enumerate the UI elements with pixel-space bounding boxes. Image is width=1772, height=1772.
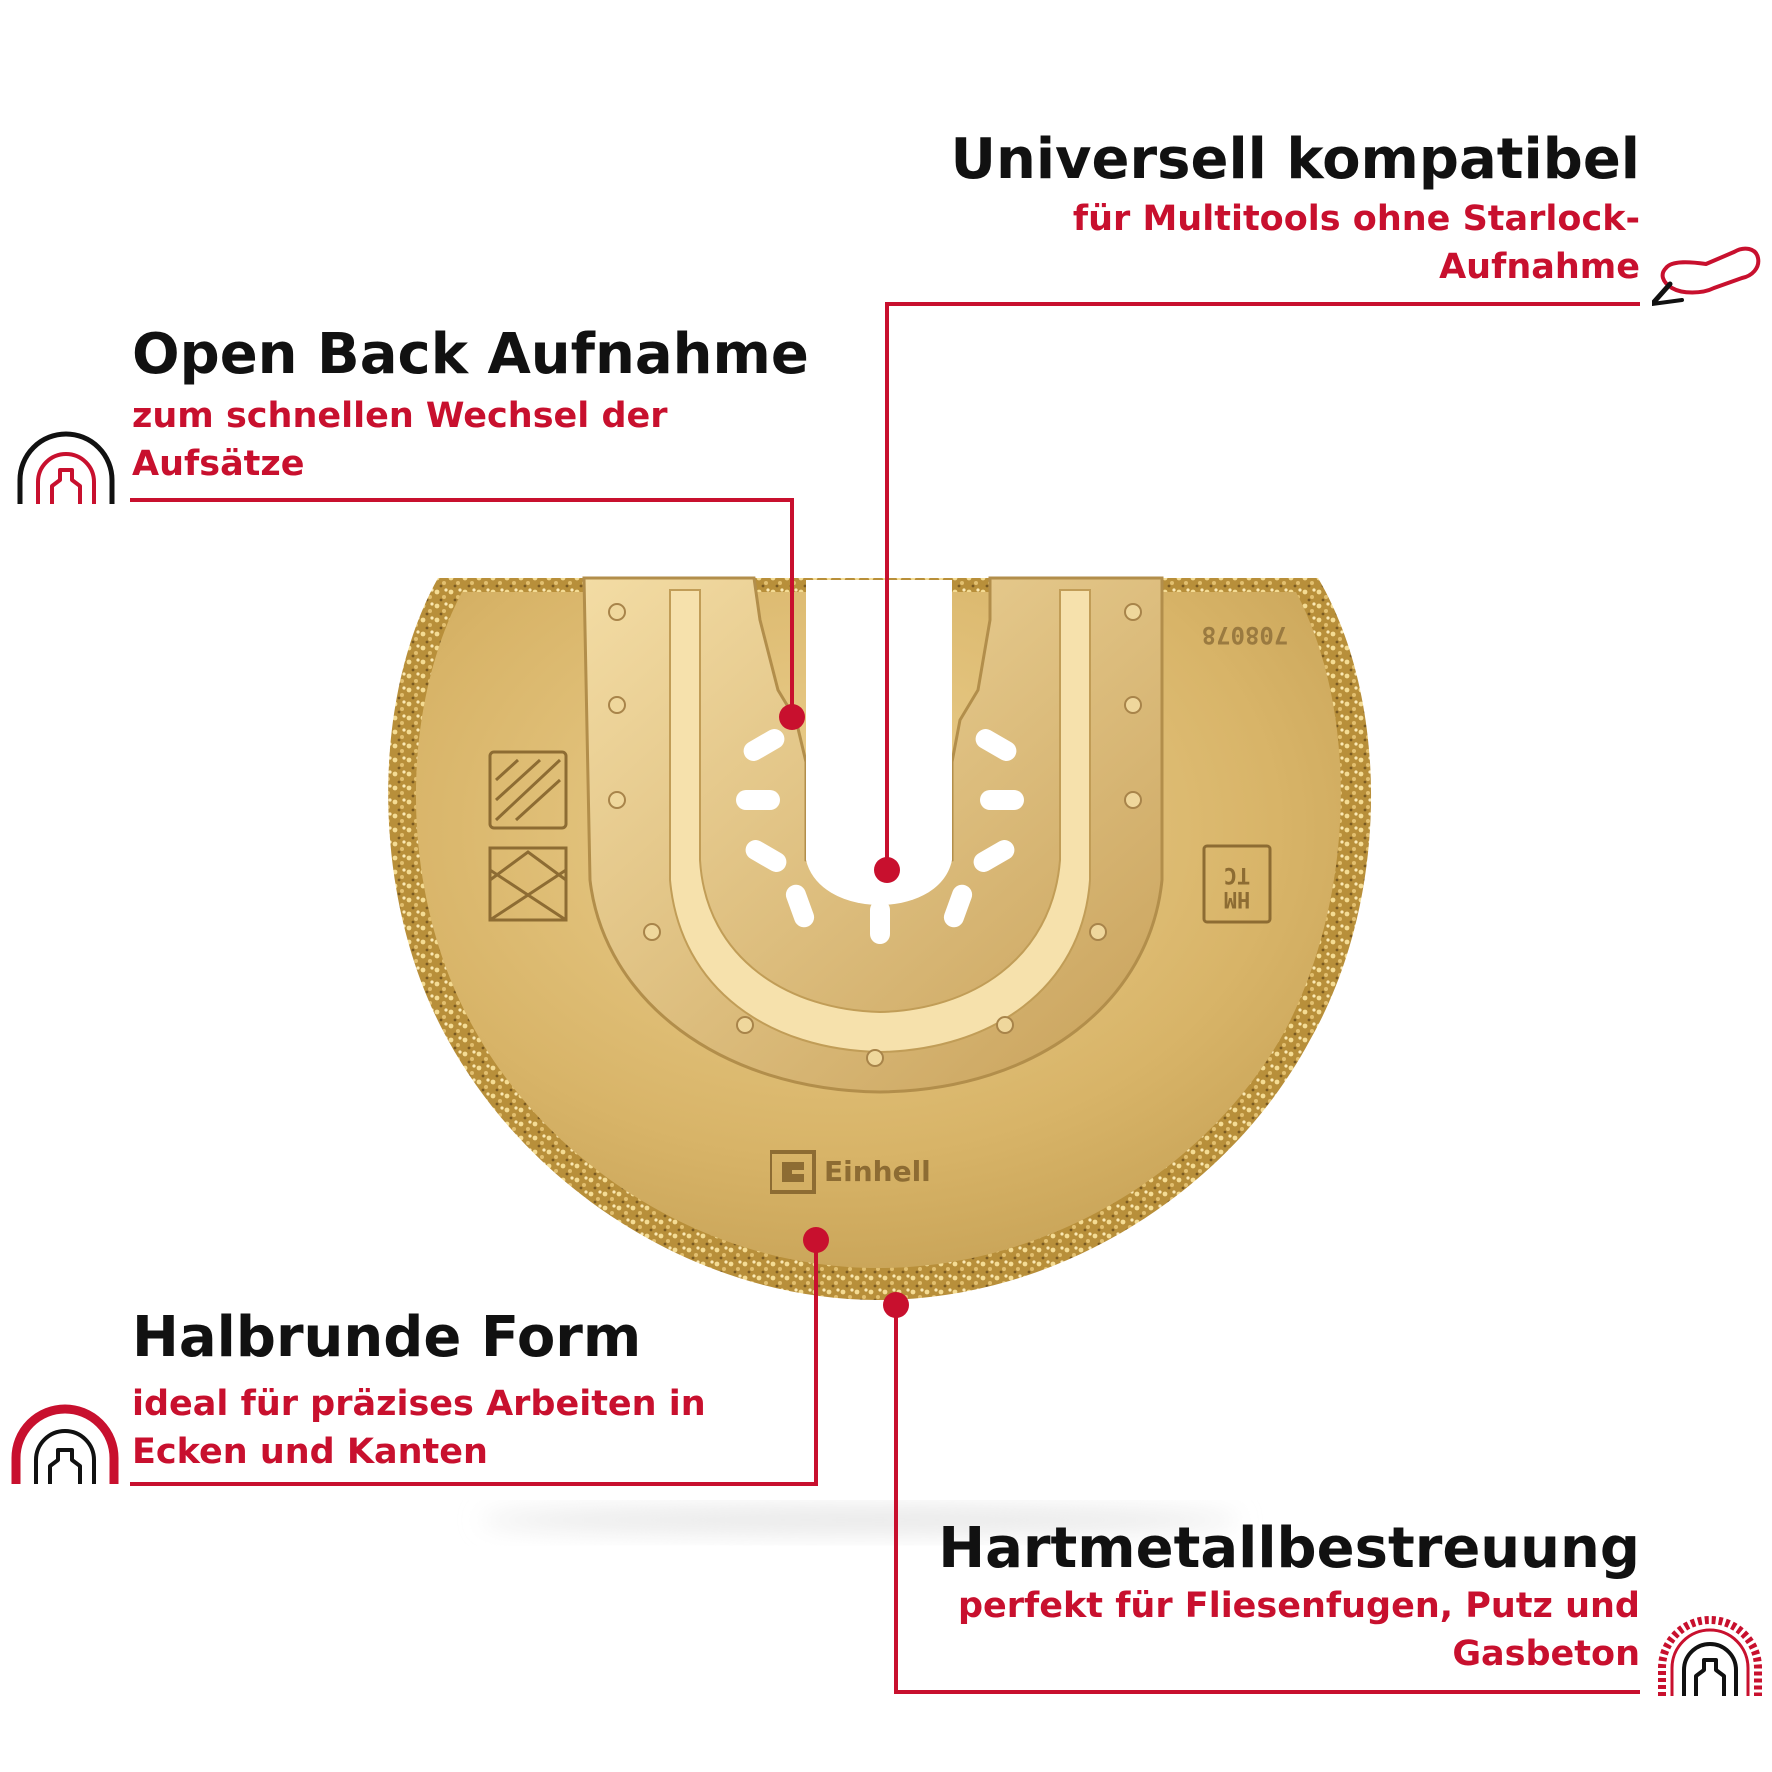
- subtitle-line: Gasbeton: [1452, 1634, 1640, 1674]
- half-round-blade-icon-svg: [11, 1404, 119, 1484]
- open-back-mount-icon: [14, 424, 118, 506]
- blade-shadow: [480, 1506, 1240, 1534]
- carbide-grit-blade-icon-svg: [1658, 1616, 1762, 1696]
- subtitle-line: Ecken und Kanten: [132, 1432, 488, 1472]
- subtitle-line: für Multitools ohne Starlock-: [1072, 199, 1640, 239]
- subtitle-line: Aufsätze: [132, 444, 305, 484]
- half-round-blade-icon: [10, 1400, 120, 1486]
- feature-title-open-back: Open Back Aufnahme: [132, 322, 809, 387]
- feature-subtitle-carbide: perfekt für Fliesenfugen, Putz und Gasbe…: [958, 1582, 1640, 1678]
- feature-title-universal: Universell kompatibel: [950, 127, 1641, 192]
- rivets: [608, 603, 1142, 1067]
- leader-line-half-round: [130, 1240, 818, 1486]
- leader-line-open-back: [130, 498, 794, 717]
- open-back-slot: [806, 580, 952, 905]
- open-back-mount-icon-svg: [17, 431, 115, 504]
- subtitle-line: ideal für präzises Arbeiten in: [132, 1384, 706, 1424]
- hm-tc-stamp: [1202, 844, 1272, 924]
- brand-logo-mark: [768, 1150, 816, 1194]
- feature-title-half-round: Halbrunde Form: [132, 1305, 642, 1370]
- mount-holes: [736, 729, 1024, 944]
- tile-material-pictogram: [488, 750, 568, 922]
- multitool-icon-svg: [1650, 246, 1761, 306]
- callout-dot-universal: [874, 857, 900, 883]
- feature-subtitle-universal: für Multitools ohne Starlock- Aufnahme: [1073, 195, 1640, 291]
- feature-subtitle-open-back: zum schnellen Wechsel der Aufsätze: [132, 392, 668, 488]
- callout-dot-carbide: [883, 1292, 909, 1318]
- feature-subtitle-half-round: ideal für präzises Arbeiten in Ecken und…: [132, 1380, 706, 1476]
- brand-logo: Einhell: [768, 1148, 1000, 1196]
- multitool-icon: [1650, 238, 1764, 312]
- subtitle-line: Aufnahme: [1439, 247, 1640, 287]
- leader-line-carbide: [894, 1305, 1640, 1694]
- callout-dot-open-back: [779, 704, 805, 730]
- carbide-grit-blade-icon: [1656, 1608, 1764, 1698]
- subtitle-line: perfekt für Fliesenfugen, Putz und: [957, 1586, 1640, 1626]
- brand-name: Einhell: [824, 1155, 931, 1188]
- feature-title-carbide: Hartmetallbestreuung: [938, 1516, 1640, 1581]
- subtitle-line: zum schnellen Wechsel der: [132, 396, 668, 436]
- callout-dot-half-round: [803, 1227, 829, 1253]
- leader-line-universal: [885, 302, 1640, 870]
- hub-channel: [669, 589, 1091, 1054]
